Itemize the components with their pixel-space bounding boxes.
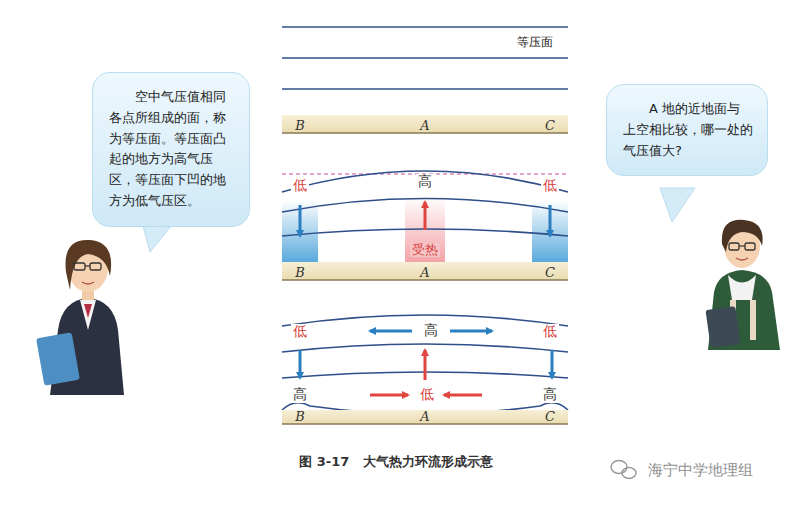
pressure-label: 低 <box>418 387 436 402</box>
ground-point-label: C <box>545 410 555 424</box>
figure-caption: 图 3-17 大气热力环流形成示意 <box>299 455 493 469</box>
pressure-label: 低 <box>291 178 309 193</box>
pressure-label: 高 <box>416 174 434 189</box>
pressure-label: 低 <box>541 178 559 193</box>
ground-point-label: B <box>295 410 305 424</box>
ground-point-label: A <box>420 266 429 280</box>
watermark: 海宁中学地理组 <box>648 462 753 479</box>
ground-point-label: B <box>295 119 305 133</box>
bubble-text: A 地的近地面与上空相比较，哪一处的气压值大? <box>623 99 753 161</box>
pressure-label: 高 <box>541 387 559 402</box>
pressure-label: 低 <box>291 324 309 339</box>
speech-bubble: A 地的近地面与上空相比较，哪一处的气压值大? <box>606 84 768 176</box>
heating-label: 受热 <box>410 243 440 257</box>
ground-point-label: C <box>545 266 555 280</box>
pressure-label: 高 <box>422 323 440 338</box>
ground-point-label: A <box>420 119 429 133</box>
ground-point-label: B <box>295 266 305 280</box>
pressure-label: 低 <box>541 324 559 339</box>
isobar-label: 等压面 <box>517 36 553 49</box>
ground-point-label: A <box>420 410 429 424</box>
ground-point-label: C <box>545 119 555 133</box>
pressure-label: 高 <box>291 387 309 402</box>
speech-bubble: 空中气压值相同各点所组成的面，称为等压面。等压面凸起的地方为高气压区，等压面下凹… <box>92 72 250 227</box>
bubble-text: 空中气压值相同各点所组成的面，称为等压面。等压面凸起的地方为高气压区，等压面下凹… <box>109 87 235 212</box>
